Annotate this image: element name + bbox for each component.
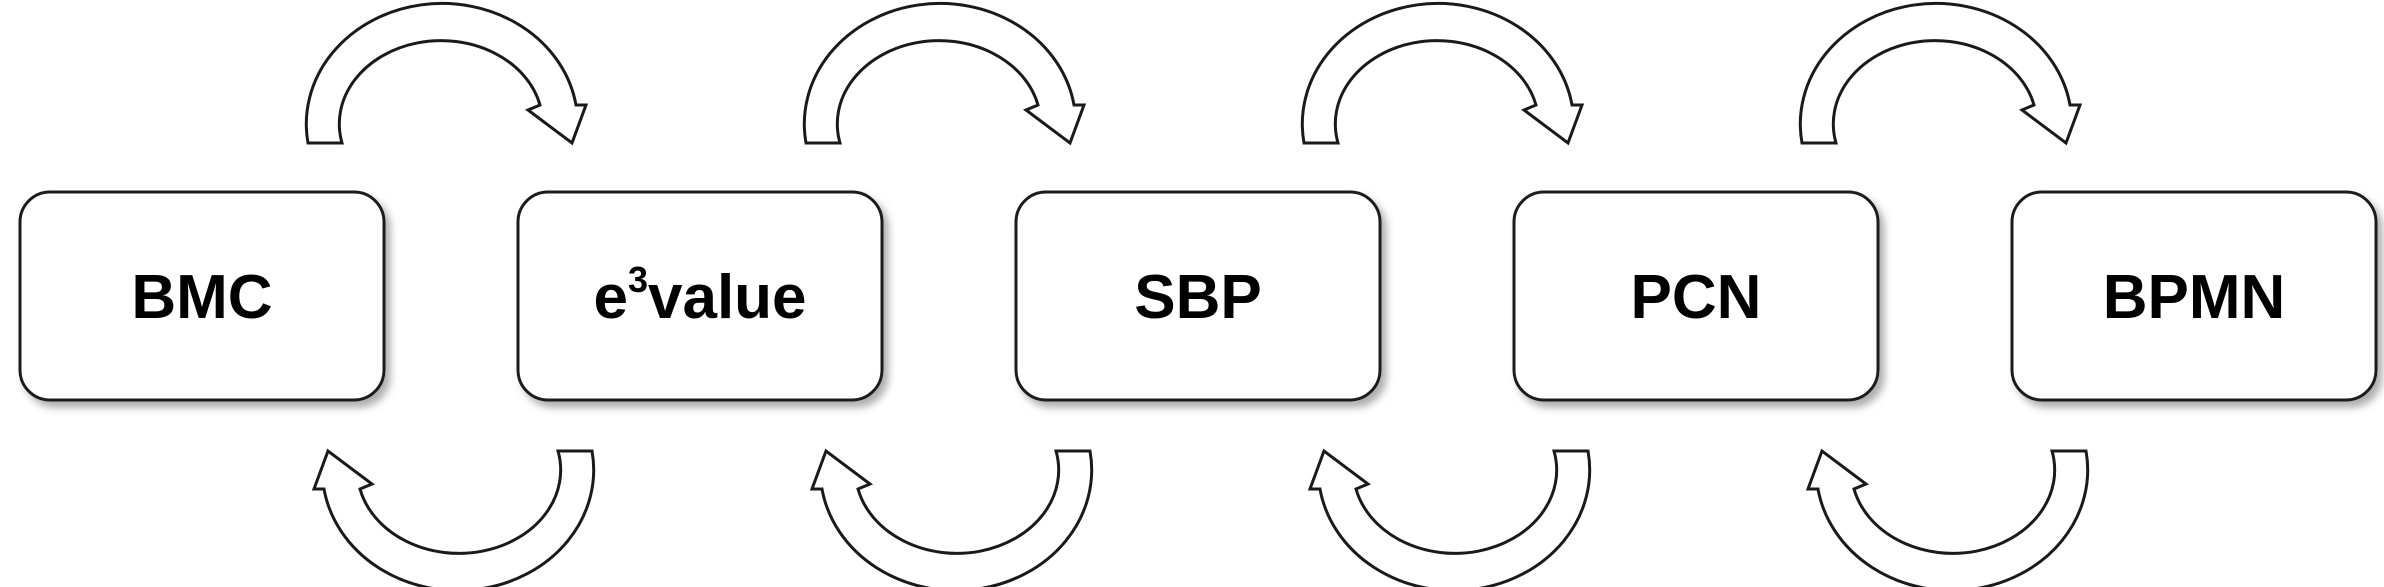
forward-arrows [304,1,2083,146]
backward-arrow [1805,448,2090,587]
node-pcn: PCN [1512,190,1880,402]
node-box [2010,190,2378,402]
forward-arrow [1300,1,1585,146]
node-box [18,190,386,402]
backward-arrows [311,448,2090,587]
node-label-base: e [593,263,627,332]
node-label: PCN [1631,263,1762,332]
node-sbp: SBP [1014,190,1382,402]
forward-arrow [1798,1,2083,146]
forward-arrow [802,1,1087,146]
node-label: e3value [593,259,806,332]
backward-arrow [809,448,1094,587]
forward-arrow [304,1,589,146]
node-label-suffix: value [648,263,807,332]
node-bpmn: BPMN [2010,190,2378,402]
node-box [1014,190,1382,402]
backward-arrow [1307,448,1592,587]
backward-arrow [311,448,596,587]
node-label-superscript: 3 [628,259,648,300]
node-label: SBP [1134,263,1261,332]
node-box [516,190,884,402]
node-label: BMC [131,263,272,332]
node-label: BPMN [2103,263,2286,332]
node-bmc: BMC [18,190,386,402]
node-box [1512,190,1880,402]
node-e3value: e3value [516,190,884,402]
